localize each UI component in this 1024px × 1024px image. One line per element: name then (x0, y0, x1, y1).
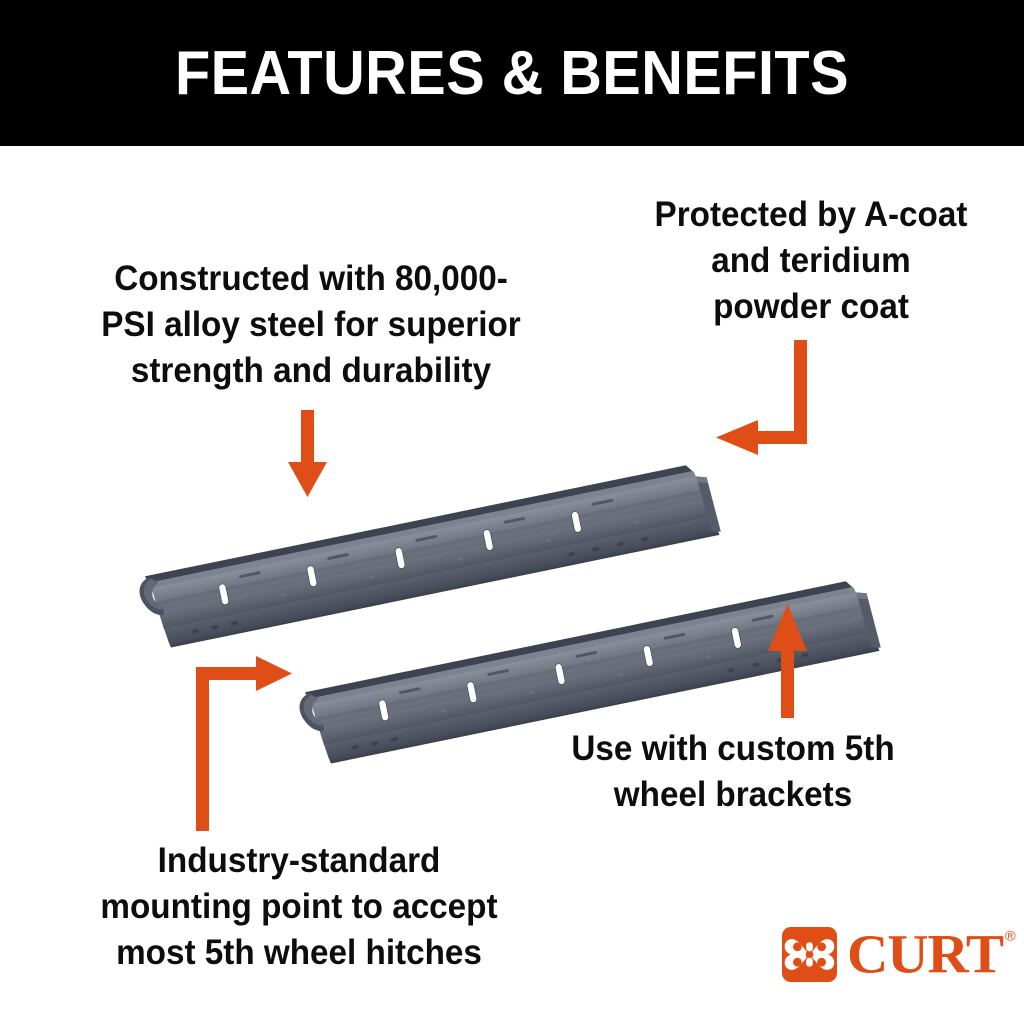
callout-coating: Protected by A-coat and teridium powder … (614, 192, 1007, 331)
callout-brackets-line-2: wheel brackets (613, 775, 853, 815)
curt-logo: CURT® (782, 923, 1016, 985)
callout-steel-line-3: strength and durability (130, 351, 492, 391)
registered-trademark-mark: ® (1004, 927, 1016, 944)
curt-logo-mark-icon (782, 926, 837, 982)
callout-coating-line-1: Protected by A-coat (654, 195, 968, 234)
callout-coating-line-2: and teridium (711, 241, 911, 281)
curt-wordmark: CURT® (847, 923, 1016, 985)
callout-mounting-line-2: mounting point to accept (100, 887, 498, 927)
page-title: FEATURES & BENEFITS (174, 38, 850, 108)
callout-steel-line-2: PSI alloy steel for superior (101, 305, 521, 345)
callout-steel: Constructed with 80,000- PSI alloy steel… (52, 256, 571, 395)
callout-brackets-line-1: Use with custom 5th (571, 729, 895, 768)
callout-mounting-line-1: Industry-standard (157, 841, 441, 880)
header-bar (0, 0, 1024, 146)
upper-rail (135, 460, 722, 652)
callout-mounting-point: Industry-standard mounting point to acce… (47, 838, 551, 977)
callout-brackets: Use with custom 5th wheel brackets (508, 726, 958, 818)
callout-coating-line-3: powder coat (713, 287, 909, 327)
callout-steel-line-1: Constructed with 80,000- (114, 259, 508, 298)
curt-wordmark-text: CURT (847, 923, 1004, 985)
callout-mounting-line-3: most 5th wheel hitches (116, 933, 482, 973)
